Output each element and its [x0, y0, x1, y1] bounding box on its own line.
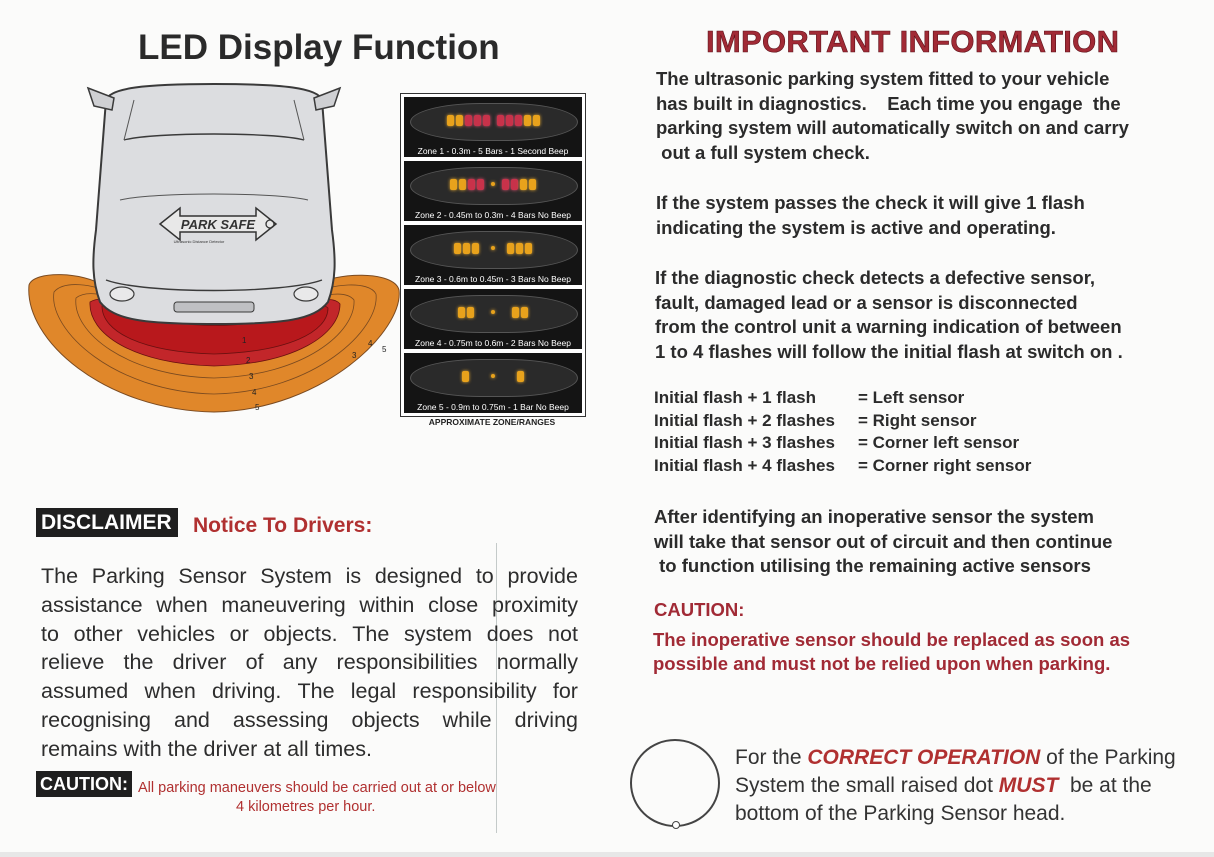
paragraph-line: If the diagnostic check detects a defect… [655, 267, 1096, 288]
zone-number-3: 3 [249, 372, 254, 381]
caution-text-line-2: 4 kilometres per hour. [236, 799, 376, 815]
important-info-heading: IMPORTANT INFORMATION [706, 24, 1120, 60]
flash-code-row: Initial flash + 3 flashes= Corner left s… [654, 433, 1020, 452]
paragraph-line: indicating the system is active and oper… [656, 216, 1056, 238]
diagnostics-paragraph: The ultrasonic parking system fitted to … [656, 67, 1129, 165]
zone-5-caption: Zone 5 - 0.9m to 0.75m - 1 Bar No Beep [404, 401, 582, 413]
caution-line: The inoperative sensor should be replace… [653, 629, 1131, 650]
caution-text-right: The inoperative sensor should be replace… [653, 628, 1130, 676]
zone-4-caption: Zone 4 - 0.75m to 0.6m - 2 Bars No Beep [404, 337, 582, 349]
park-safe-logo: PARK SAFE Ultrasonic Distance Detector [158, 206, 278, 244]
paragraph-line: After identifying an inoperative sensor … [654, 506, 1094, 527]
svg-text:Ultrasonic Distance Detector: Ultrasonic Distance Detector [174, 239, 225, 244]
caution-label-left: CAUTION: [36, 771, 132, 797]
correct-operation-note: For the CORRECT OPERATION of the Parking… [735, 744, 1176, 828]
sensor-head-diagram [630, 739, 720, 827]
note-line-1: For the CORRECT OPERATION of the Parking [735, 746, 1176, 769]
note-line-3: bottom of the Parking Sensor head. [735, 802, 1066, 825]
paragraph-line: If the system passes the check it will g… [656, 192, 1085, 213]
car-body [92, 82, 336, 326]
zone-1-caption: Zone 1 - 0.3m - 5 Bars - 1 Second Beep [404, 145, 582, 157]
paragraph-line: parking system will automatically switch… [656, 117, 1129, 138]
correct-operation-emphasis: CORRECT OPERATION [807, 746, 1041, 769]
zone-number-5: 5 [255, 403, 260, 412]
zone-number-2: 2 [246, 356, 251, 365]
caution-line: possible and must not be relied upon whe… [653, 653, 1111, 674]
zone-number-1: 1 [242, 336, 247, 345]
flash-code-row: Initial flash + 4 flashes= Corner right … [654, 455, 1032, 475]
zone-number-4: 4 [252, 388, 257, 397]
zone-2-display: Zone 2 - 0.45m to 0.3m - 4 Bars No Beep [404, 161, 582, 221]
disclaimer-label: DISCLAIMER [36, 508, 178, 537]
led-display-heading: LED Display Function [138, 28, 500, 67]
zone-5-display: Zone 5 - 0.9m to 0.75m - 1 Bar No Beep [404, 353, 582, 413]
paragraph-line: will take that sensor out of circuit and… [654, 530, 1113, 552]
zone-number-right-3: 3 [352, 351, 357, 360]
sensor-raised-dot [672, 821, 680, 829]
paragraph-line: fault, damaged lead or a sensor is disco… [655, 291, 1078, 313]
paragraph-line: out a full system check. [656, 141, 870, 163]
paragraph-line: has built in diagnostics. Each time you … [656, 92, 1121, 114]
inoperative-paragraph: After identifying an inoperative sensor … [654, 505, 1112, 579]
led-zone-panel: Zone 1 - 0.3m - 5 Bars - 1 Second Beep Z… [400, 93, 586, 417]
notice-title: Notice To Drivers: [193, 514, 373, 537]
left-mirror [86, 86, 115, 111]
zone-number-right-5: 5 [382, 345, 387, 354]
caution-title-right: CAUTION: [654, 599, 745, 620]
zone-3-caption: Zone 3 - 0.6m to 0.45m - 3 Bars No Beep [404, 273, 582, 285]
svg-text:PARK SAFE: PARK SAFE [181, 217, 255, 232]
zone-3-display: Zone 3 - 0.6m to 0.45m - 3 Bars No Beep [404, 225, 582, 285]
zone-1-display: Zone 1 - 0.3m - 5 Bars - 1 Second Beep [404, 97, 582, 157]
paragraph-line: The ultrasonic parking system fitted to … [656, 68, 1110, 89]
approx-zone-label: APPROXIMATE ZONE/RANGES [428, 417, 556, 427]
disclaimer-line: remains with the driver at all times. [41, 736, 372, 761]
caution-text-line-1: All parking maneuvers should be carried … [138, 780, 496, 796]
flash-code-row: Initial flash + 1 flash= Left sensor [654, 388, 965, 407]
car-zone-illustration: 1 2 3 4 5 3 4 5 PARK SAFE Ultrasonic Dis… [28, 82, 400, 413]
zone-4-display: Zone 4 - 0.75m to 0.6m - 2 Bars No Beep [404, 289, 582, 349]
flash-code-row: Initial flash + 2 flashes= Right sensor [654, 410, 977, 430]
check-pass-paragraph: If the system passes the check it will g… [656, 191, 1085, 240]
flash-code-list: Initial flash + 1 flash= Left sensor Ini… [654, 387, 1031, 477]
paragraph-line: 1 to 4 flashes will follow the initial f… [655, 340, 1123, 362]
zone-number-right-4: 4 [368, 339, 373, 348]
paragraph-line: to function utilising the remaining acti… [654, 555, 1091, 576]
defect-paragraph: If the diagnostic check detects a defect… [655, 266, 1123, 364]
right-mirror [313, 86, 342, 111]
page-edge [0, 852, 1214, 857]
must-emphasis: MUST [998, 774, 1059, 797]
note-line-2: System the small raised dot MUST be at t… [735, 774, 1152, 797]
zone-2-caption: Zone 2 - 0.45m to 0.3m - 4 Bars No Beep [404, 209, 582, 221]
divider-line [496, 543, 497, 833]
paragraph-line: from the control unit a warning indicati… [655, 316, 1122, 337]
